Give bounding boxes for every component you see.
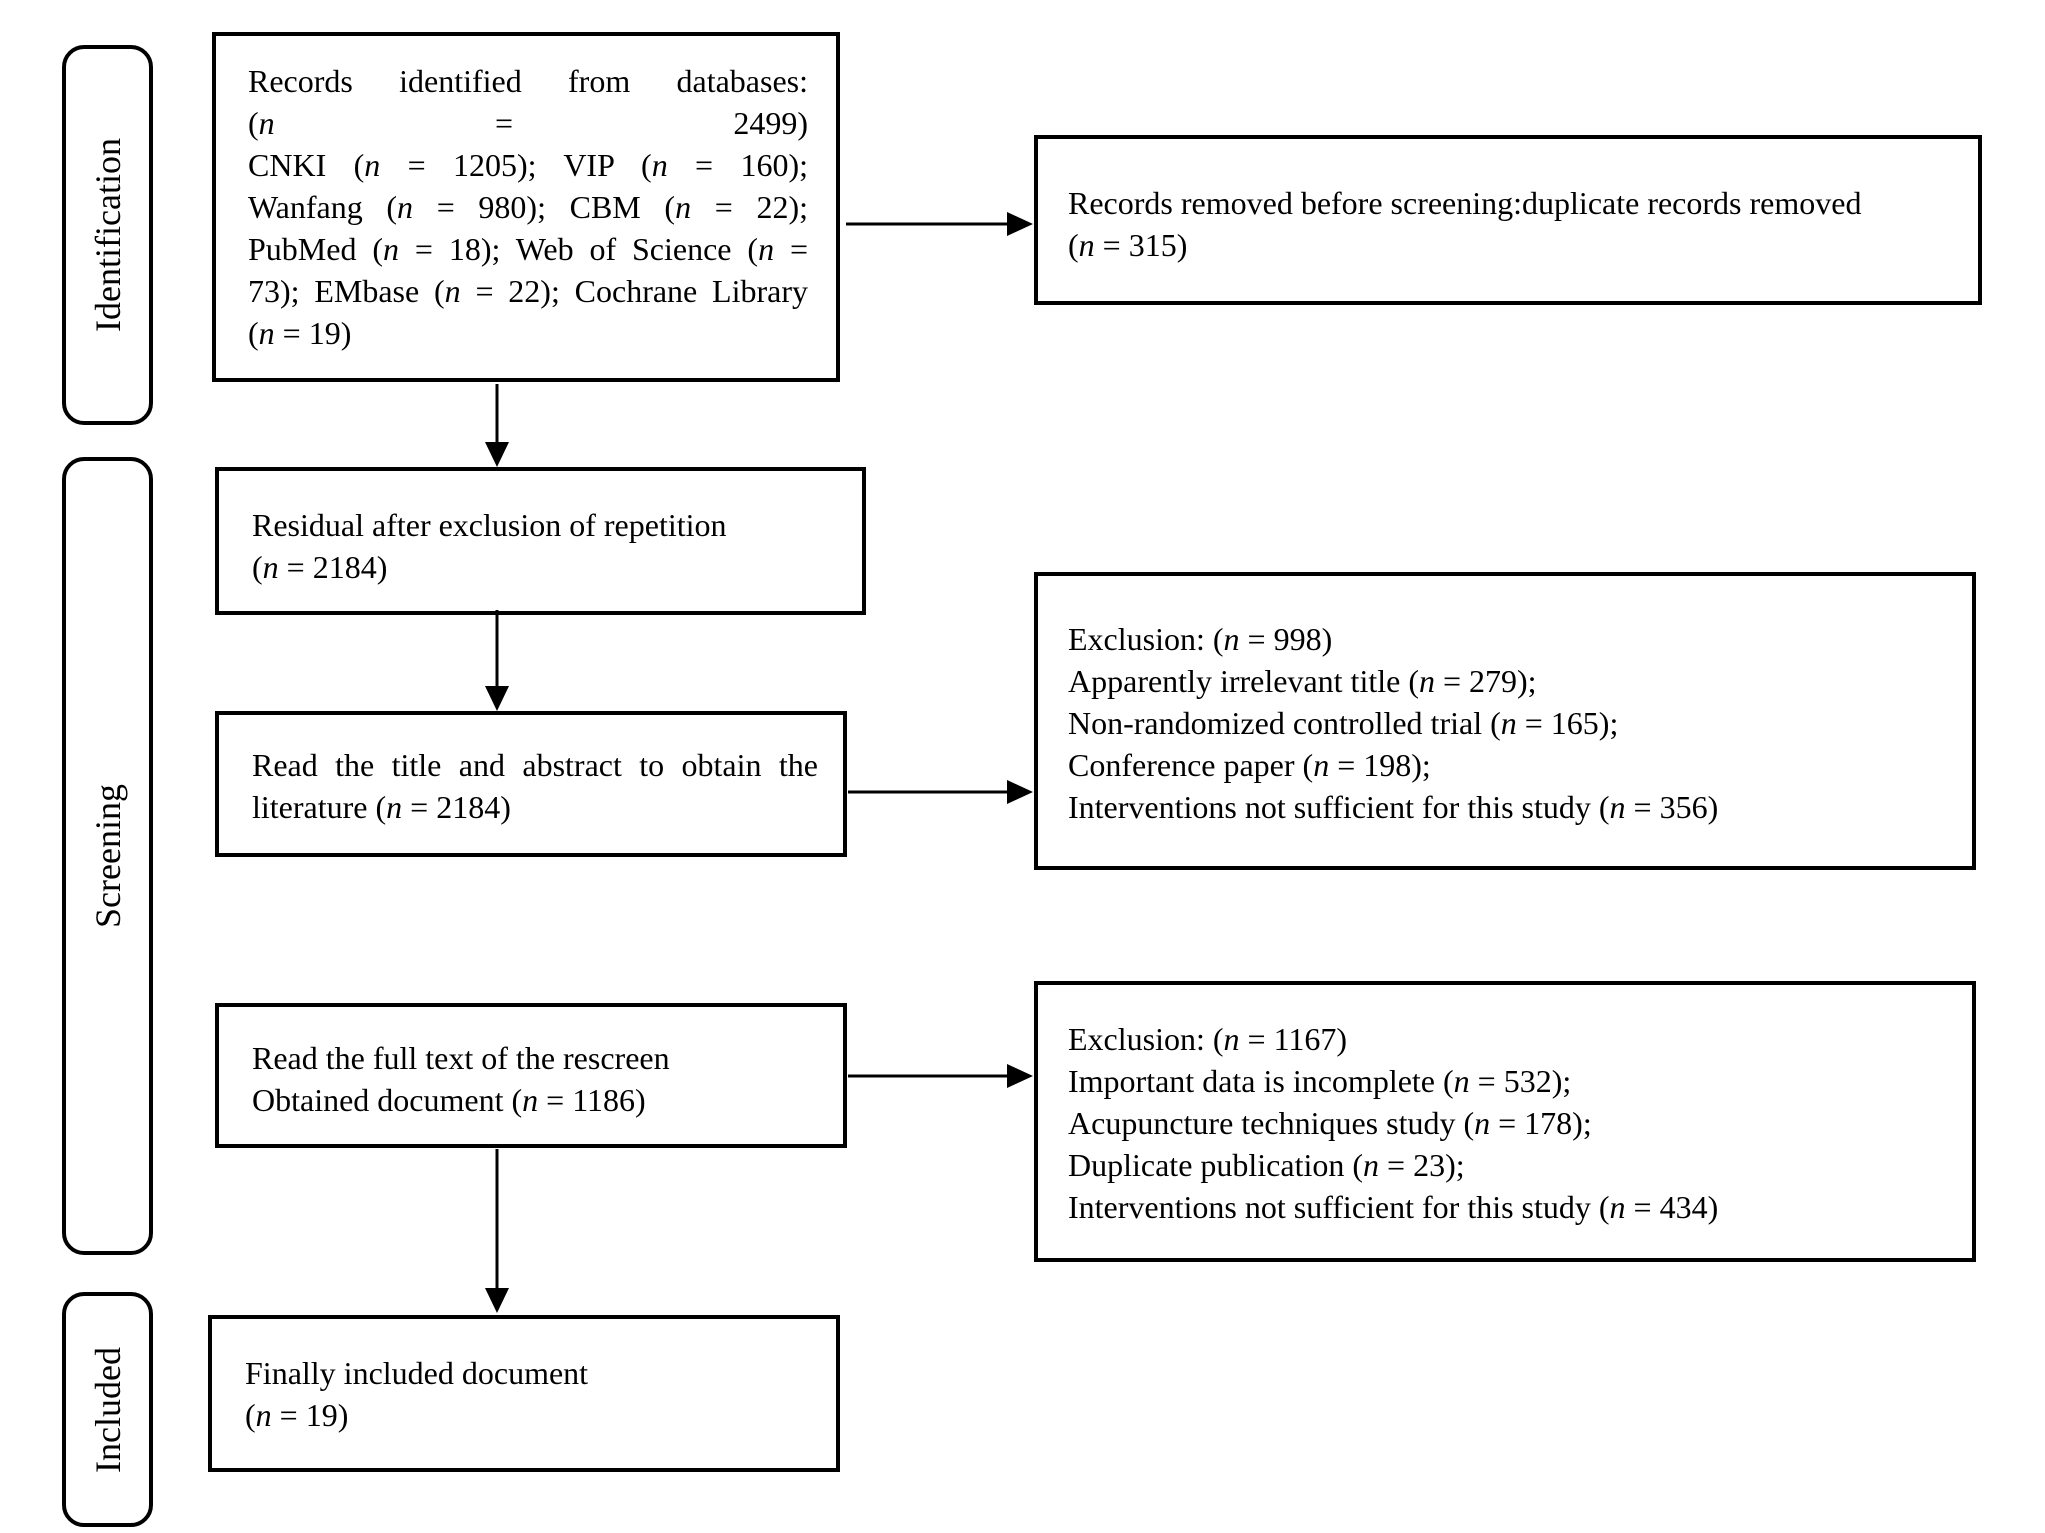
residual-line: (n = 2184) (252, 549, 388, 585)
final-included-box: Finally included document (n = 19) (208, 1315, 840, 1472)
records-identified-box: Records identified from databases: (n = 2… (212, 32, 840, 382)
exclusion-2-line: Interventions not sufficient for this st… (1068, 1189, 1719, 1225)
exclusion-1-line: Exclusion: (n = 998) (1068, 621, 1333, 657)
records-removed-box: Records removed before screening:duplica… (1034, 135, 1982, 305)
exclusion-2-line: Acupuncture techniques study (n = 178); (1068, 1105, 1592, 1141)
full-text-line: Obtained document (n = 1186) (252, 1082, 646, 1118)
exclusion-1-line: Apparently irrelevant title (n = 279); (1068, 663, 1537, 699)
title-abstract-text: Read the title and abstract to obtain th… (252, 744, 818, 828)
records-removed-text: Records removed before screening:duplica… (1068, 182, 1861, 266)
records-identified-line: PubMed (n = 18); Web of Science (n = (248, 231, 809, 267)
records-removed-line: (n = 315) (1068, 227, 1188, 263)
title-abstract-line: Read the title and abstract to obtain th… (252, 747, 818, 783)
exclusion-1-text: Exclusion: (n = 998) Apparently irrelevan… (1068, 618, 1718, 828)
residual-box: Residual after exclusion of repetition (n… (215, 467, 866, 615)
exclusion-2-box: Exclusion: (n = 1167) Important data is i… (1034, 981, 1976, 1262)
arrow-to-records-removed (846, 212, 1033, 236)
final-included-text: Finally included document (n = 19) (245, 1352, 588, 1436)
exclusion-2-line: Exclusion: (n = 1167) (1068, 1021, 1348, 1057)
arrow-to-title-abstract (485, 610, 509, 711)
records-identified-line: CNKI (n = 1205); VIP (n = 160); (248, 147, 809, 183)
arrow-to-residual (485, 384, 509, 467)
exclusion-2-text: Exclusion: (n = 1167) Important data is i… (1068, 1018, 1718, 1228)
arrow-to-exclusion-2 (848, 1064, 1033, 1088)
records-identified-line: (n = 2499) (248, 105, 808, 141)
stage-included: Included (62, 1292, 153, 1527)
exclusion-2-line: Duplicate publication (n = 23); (1068, 1147, 1465, 1183)
records-identified-line: Wanfang (n = 980); CBM (n = 22); (248, 189, 809, 225)
exclusion-1-line: Conference paper (n = 198); (1068, 747, 1431, 783)
full-text-line: Read the full text of the rescreen (252, 1040, 670, 1076)
stage-identification: Identification (62, 45, 153, 425)
exclusion-1-line: Non-randomized controlled trial (n = 165… (1068, 705, 1619, 741)
exclusion-2-line: Important data is incomplete (n = 532); (1068, 1063, 1572, 1099)
arrow-to-exclusion-1 (848, 780, 1033, 804)
arrow-to-final (485, 1149, 509, 1313)
exclusion-1-line: Interventions not sufficient for this st… (1068, 789, 1719, 825)
title-abstract-box: Read the title and abstract to obtain th… (215, 711, 847, 857)
residual-line: Residual after exclusion of repetition (252, 507, 727, 543)
title-abstract-line: literature (n = 2184) (252, 789, 511, 825)
final-line: (n = 19) (245, 1397, 349, 1433)
records-identified-line: (n = 19) (248, 315, 352, 351)
records-identified-line: Records identified from databases: (248, 63, 808, 99)
records-identified-text: Records identified from databases: (n = 2… (248, 60, 808, 354)
records-identified-line: 73); EMbase (n = 22); Cochrane Library (248, 273, 808, 309)
final-line: Finally included document (245, 1355, 589, 1391)
stage-screening: Screening (62, 457, 153, 1255)
exclusion-1-box: Exclusion: (n = 998) Apparently irrelevan… (1034, 572, 1976, 870)
records-removed-line: Records removed before screening:duplica… (1068, 185, 1862, 221)
residual-text: Residual after exclusion of repetition (n… (252, 504, 727, 588)
